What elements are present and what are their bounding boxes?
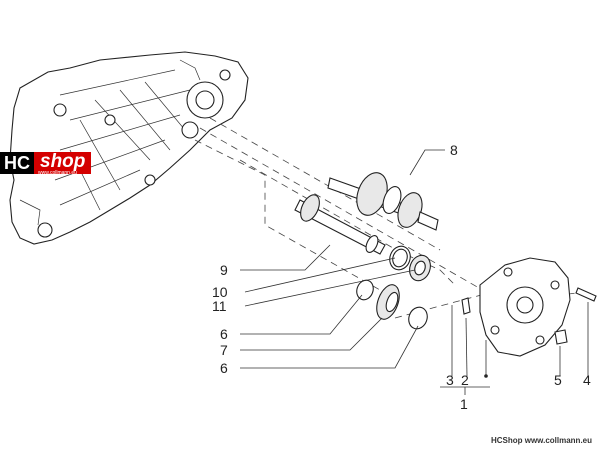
small-hardware <box>461 287 597 378</box>
callout-4: 4 <box>583 372 591 388</box>
callout-1: 1 <box>460 396 468 412</box>
footer-credit: HCShop www.collmann.eu <box>490 436 592 445</box>
intermediate-gear-assembly <box>356 279 428 330</box>
callout-7: 7 <box>220 342 228 358</box>
badge-word: shop <box>34 152 92 174</box>
pinion-shaft <box>294 194 386 255</box>
callout-5: 5 <box>554 372 562 388</box>
hcshop-logo-badge: HC shop <box>0 152 92 174</box>
badge-prefix: HC <box>0 152 34 174</box>
badge-url: www.collmann.eu <box>38 170 77 176</box>
callout-3: 3 <box>446 372 454 388</box>
callout-6-lower: 6 <box>220 360 228 376</box>
gear-cover <box>479 257 571 357</box>
callout-8: 8 <box>450 142 458 158</box>
callout-9: 9 <box>220 262 228 278</box>
circlip-and-bearing <box>389 245 431 282</box>
leader-lines <box>240 149 589 395</box>
crankcase-housing <box>9 51 249 245</box>
callout-2: 2 <box>461 372 469 388</box>
callout-10: 10 <box>212 284 228 300</box>
callout-labels: 8 9 10 11 6 7 6 3 2 1 5 4 <box>212 142 591 412</box>
callout-11: 11 <box>212 298 227 314</box>
driven-shaft-with-gear <box>327 172 439 231</box>
callout-6-upper: 6 <box>220 326 228 342</box>
